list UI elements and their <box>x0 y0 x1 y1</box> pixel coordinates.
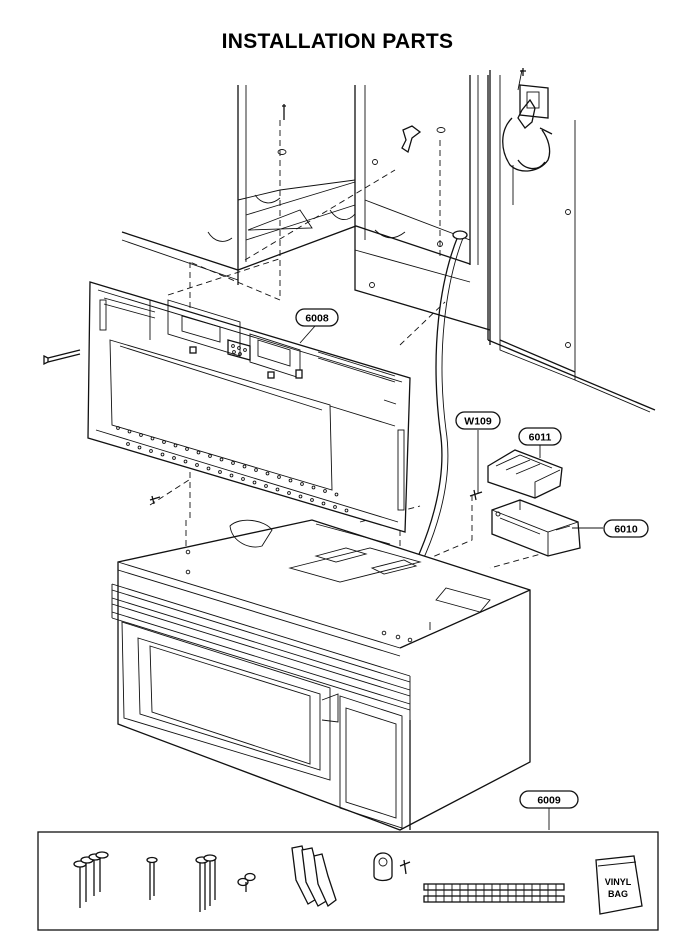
plate-hole <box>149 449 153 453</box>
label-w109-text: W109 <box>464 416 492 428</box>
plate-hole <box>275 487 280 492</box>
plate-hole <box>298 494 303 499</box>
plate-hole <box>310 498 314 502</box>
plate-hole <box>321 501 326 506</box>
plate-hole <box>287 491 291 495</box>
plate-hole <box>231 461 235 465</box>
plate-hole <box>208 454 212 458</box>
plate-hole <box>311 485 316 490</box>
plate-hole <box>150 436 155 441</box>
plate-hole <box>116 426 120 430</box>
plate-hole <box>206 466 211 471</box>
label-6010: 6010 <box>603 519 649 538</box>
plate-hole <box>160 452 165 457</box>
upper-cabinets <box>121 75 491 340</box>
vinyl-bag: VINYL BAG <box>595 855 643 915</box>
cable-clamp <box>373 852 411 882</box>
plate-hole <box>173 443 178 448</box>
damper-assembly-6010 <box>491 499 581 557</box>
wing-toggles <box>291 845 337 908</box>
plate-hole <box>162 440 166 444</box>
plate-hole <box>333 505 337 509</box>
label-6009-text: 6009 <box>537 795 561 807</box>
small-nuts <box>237 872 256 892</box>
leader-lines <box>299 325 603 830</box>
label-6008: 6008 <box>295 308 339 327</box>
top-screws <box>277 104 446 155</box>
plate-hole <box>300 482 304 486</box>
plate-hole <box>229 473 234 478</box>
power-cord <box>399 230 468 595</box>
label-6010-text: 6010 <box>614 524 638 536</box>
plate-hole <box>254 468 258 472</box>
label-w109: W109 <box>455 411 501 430</box>
plate-hole <box>172 456 176 460</box>
plate-hole <box>323 489 327 493</box>
damper-cover-6011 <box>487 449 563 499</box>
label-6011: 6011 <box>518 427 562 446</box>
toggle-bolts <box>195 854 217 912</box>
plate-hole <box>264 484 268 488</box>
parts-box <box>37 831 659 931</box>
screw-w109 <box>469 489 483 501</box>
label-6008-text: 6008 <box>305 313 329 325</box>
plate-hole <box>196 450 201 455</box>
wall-and-outlet <box>487 68 656 413</box>
plate-hole <box>219 457 224 462</box>
tape-strips <box>423 883 565 903</box>
plate-hole <box>334 492 339 497</box>
page-title: INSTALLATION PARTS <box>221 30 454 53</box>
plate-hole <box>195 463 199 467</box>
label-6009: 6009 <box>519 790 579 809</box>
plate-hole <box>218 470 222 474</box>
side-bolt <box>43 349 161 505</box>
plate-hole <box>242 464 247 469</box>
plate-hole <box>126 442 130 446</box>
plate-hole <box>288 478 293 483</box>
vinyl-bag-text-2: BAG <box>608 889 628 899</box>
vinyl-bag-text-1: VINYL <box>605 877 632 887</box>
label-6011-text: 6011 <box>529 432 552 444</box>
plate-hole <box>137 445 142 450</box>
plate-hole <box>139 433 143 437</box>
plate-hole <box>277 475 281 479</box>
plate-hole <box>344 508 349 513</box>
plate-hole <box>127 429 132 434</box>
plate-hole <box>185 447 189 451</box>
mounting-plate <box>87 281 411 533</box>
microwave-oven <box>111 519 531 831</box>
plate-hole <box>265 471 270 476</box>
plate-hole <box>252 480 257 485</box>
wood-screws <box>146 856 158 900</box>
plate-holes <box>116 426 349 513</box>
long-screws <box>73 851 109 908</box>
plate-hole <box>241 477 245 481</box>
plate-hole <box>183 459 188 464</box>
